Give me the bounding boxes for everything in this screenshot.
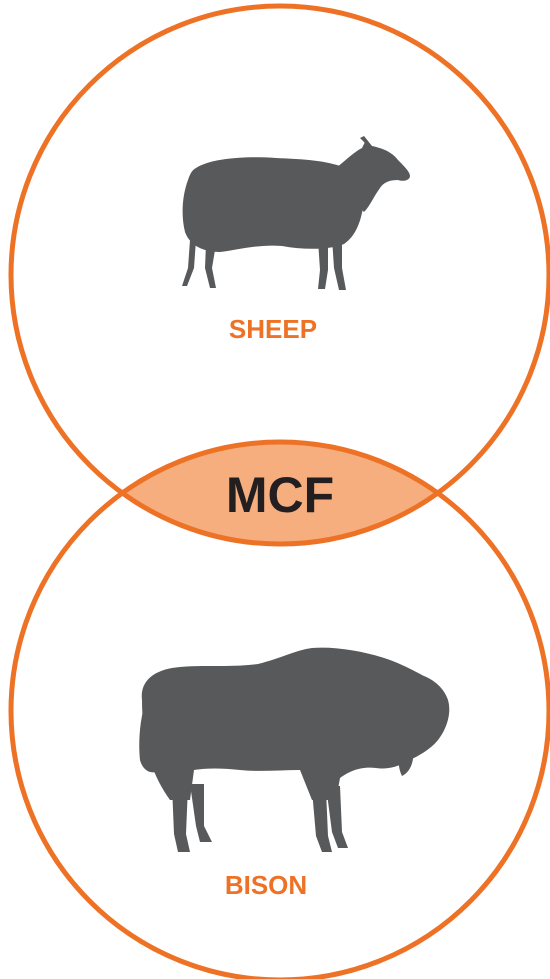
bison-silhouette-icon xyxy=(139,647,450,852)
bison-circle xyxy=(8,439,550,979)
sheep-silhouette-icon xyxy=(182,136,410,290)
intersection-label: MCF xyxy=(226,467,334,523)
sheep-circle xyxy=(8,3,550,547)
bison-label: BISON xyxy=(225,870,307,900)
sheep-label: SHEEP xyxy=(229,314,317,344)
